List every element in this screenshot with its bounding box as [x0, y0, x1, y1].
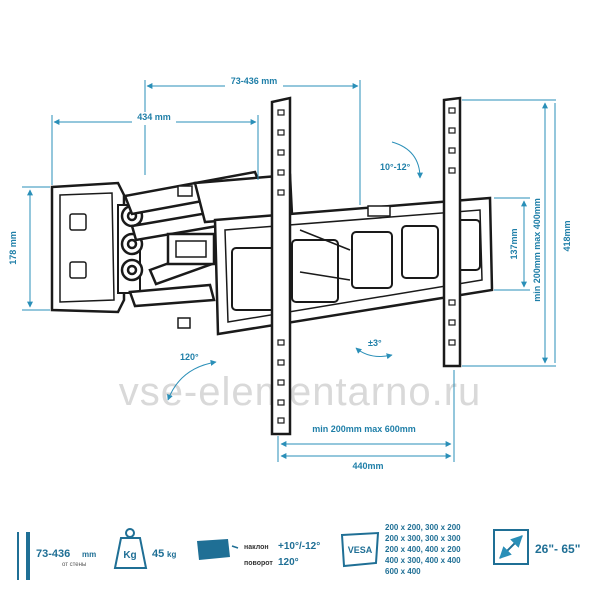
label-height-total: 418mm [562, 220, 572, 251]
spec-vesa-size: 200 x 200, 300 x 200 [385, 523, 461, 532]
spec-vesa-size: 600 x 400 [385, 567, 421, 576]
spec-tilt-label: наклон [244, 544, 269, 551]
spec-weight-unit: kg [167, 550, 176, 559]
label-vesa-horizontal: min 200mm max 600mm [312, 424, 416, 434]
specs-bar: 73-436 mm от стены Kg 45 kg наклон +10°/… [17, 523, 580, 580]
label-vesa-vertical: min 200mm max 400mm [532, 198, 542, 302]
rotation-arrow [167, 359, 217, 401]
tilt-arrow [391, 141, 423, 179]
label-height-small: 137mm [509, 228, 519, 259]
spec-swivel-value: 120° [278, 557, 299, 568]
spec-vesa-size: 400 x 300, 400 x 400 [385, 556, 461, 565]
spec-screen-size: 26"- 65" [535, 542, 580, 556]
spec-vesa-badge: VESA [348, 545, 373, 555]
spec-vesa-size: 200 x 400, 400 x 200 [385, 545, 461, 554]
swivel-arrow [355, 347, 393, 360]
weight-icon-label: Kg [123, 550, 136, 561]
label-swivel: ±3° [368, 338, 382, 348]
spec-tilt-value: +10°/-12° [278, 541, 320, 552]
vesa-badge-icon [340, 531, 380, 568]
label-rotation: 120° [180, 352, 199, 362]
spec-reach-value: 73-436 [36, 548, 70, 560]
spec-reach-note: от стены [62, 562, 86, 568]
label-tilt: 10°-12° [380, 162, 411, 172]
watermark: vse-elementarno.ru [119, 370, 482, 414]
label-height-left: 178 mm [8, 231, 18, 265]
weight-icon [113, 537, 148, 569]
tilt-swivel-icon [197, 539, 230, 560]
spec-swivel-label: поворот [244, 560, 273, 567]
tv-rail-right [442, 96, 462, 368]
spec-weight-value: 45 [152, 548, 164, 560]
label-width-total: 440mm [352, 461, 383, 471]
label-reach-top: 73-436 mm [231, 76, 278, 86]
spec-vesa-size: 200 x 300, 300 x 300 [385, 534, 461, 543]
label-reach-inner: 434 mm [137, 112, 171, 122]
tv-rail-left [270, 96, 292, 436]
spec-reach-unit: mm [82, 550, 96, 559]
